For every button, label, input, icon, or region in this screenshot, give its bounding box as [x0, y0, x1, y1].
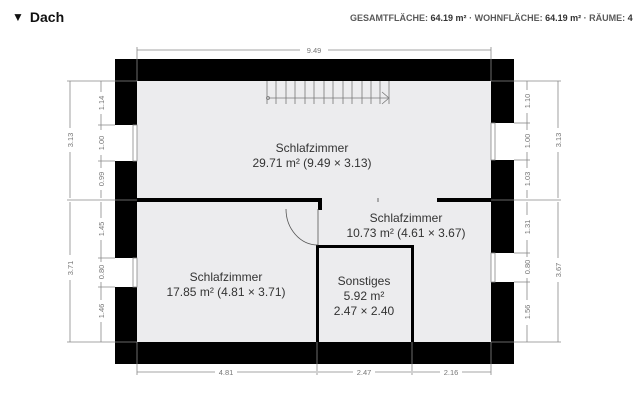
svg-text:3.13: 3.13 [554, 133, 563, 148]
stairs[interactable] [266, 81, 390, 105]
room-schlafzimmer-1[interactable]: Schlafzimmer 29.71 m² (9.49 × 3.13) [252, 141, 371, 170]
svg-text:1.45: 1.45 [97, 222, 106, 237]
svg-text:17.85 m² (4.81 × 3.71): 17.85 m² (4.81 × 3.71) [166, 285, 285, 299]
svg-text:29.71 m² (9.49 × 3.13): 29.71 m² (9.49 × 3.13) [252, 156, 371, 170]
svg-text:1.10: 1.10 [523, 94, 532, 109]
svg-text:1.00: 1.00 [97, 136, 106, 151]
svg-text:1.31: 1.31 [523, 220, 532, 235]
svg-text:1.14: 1.14 [97, 96, 106, 111]
svg-text:9.49: 9.49 [307, 46, 322, 55]
svg-text:1.00: 1.00 [523, 134, 532, 149]
rooms-label: RÄUME: [589, 13, 626, 23]
svg-text:Schlafzimmer: Schlafzimmer [190, 270, 263, 284]
svg-text:2.16: 2.16 [444, 368, 459, 377]
rooms-value: 4 [627, 13, 633, 23]
dimension-lines [67, 47, 561, 375]
total-area-value: 64.19 m² [430, 13, 467, 23]
svg-text:3.13: 3.13 [66, 133, 75, 148]
living-area-value: 64.19 m² [545, 13, 582, 23]
svg-text:10.73 m² (4.61 × 3.67): 10.73 m² (4.61 × 3.67) [346, 226, 465, 240]
svg-text:Schlafzimmer: Schlafzimmer [370, 211, 443, 225]
separator: · [583, 13, 587, 23]
svg-text:Sonstiges: Sonstiges [338, 274, 391, 288]
svg-text:3.71: 3.71 [66, 261, 75, 276]
svg-text:3.67: 3.67 [554, 263, 563, 278]
svg-text:4.81: 4.81 [219, 368, 234, 377]
room-schlafzimmer-2[interactable]: Schlafzimmer 10.73 m² (4.61 × 3.67) [346, 211, 465, 240]
dimension-labels: 9.49 4.81 2.47 2.16 3.13 3.71 1.14 1.00 … [66, 46, 563, 377]
svg-text:0.80: 0.80 [523, 260, 532, 275]
triangle-down-icon: ▼ [12, 10, 24, 24]
svg-text:1.03: 1.03 [523, 172, 532, 187]
room-sonstiges[interactable]: Sonstiges 5.92 m² 2.47 × 2.40 [334, 274, 395, 318]
svg-text:1.56: 1.56 [523, 305, 532, 320]
svg-text:1.46: 1.46 [97, 304, 106, 319]
separator: · [469, 13, 473, 23]
total-area-label: GESAMTFLÄCHE: [350, 13, 428, 23]
room-schlafzimmer-3[interactable]: Schlafzimmer 17.85 m² (4.81 × 3.71) [166, 270, 285, 299]
floor-title: Dach [29, 9, 65, 25]
windows-left[interactable] [115, 124, 138, 288]
svg-text:2.47: 2.47 [357, 368, 372, 377]
svg-text:5.92 m²: 5.92 m² [344, 289, 385, 303]
svg-text:0.99: 0.99 [97, 172, 106, 187]
living-area-label: WOHNFLÄCHE: [474, 13, 543, 23]
svg-text:2.47 × 2.40: 2.47 × 2.40 [334, 304, 395, 318]
floor-stats: GESAMTFLÄCHE: 64.19 m² · WOHNFLÄCHE: 64.… [350, 13, 633, 23]
floor-header: ▼ Dach GESAMTFLÄCHE: 64.19 m² · WOHNFLÄC… [0, 0, 635, 36]
windows-right[interactable] [490, 122, 514, 283]
svg-text:Schlafzimmer: Schlafzimmer [276, 141, 349, 155]
interior-walls[interactable] [137, 198, 491, 342]
floor-area [137, 81, 491, 342]
svg-text:0.80: 0.80 [97, 265, 106, 280]
floor-toggle[interactable]: ▼ Dach [12, 9, 64, 25]
door-swing[interactable] [285, 208, 319, 246]
